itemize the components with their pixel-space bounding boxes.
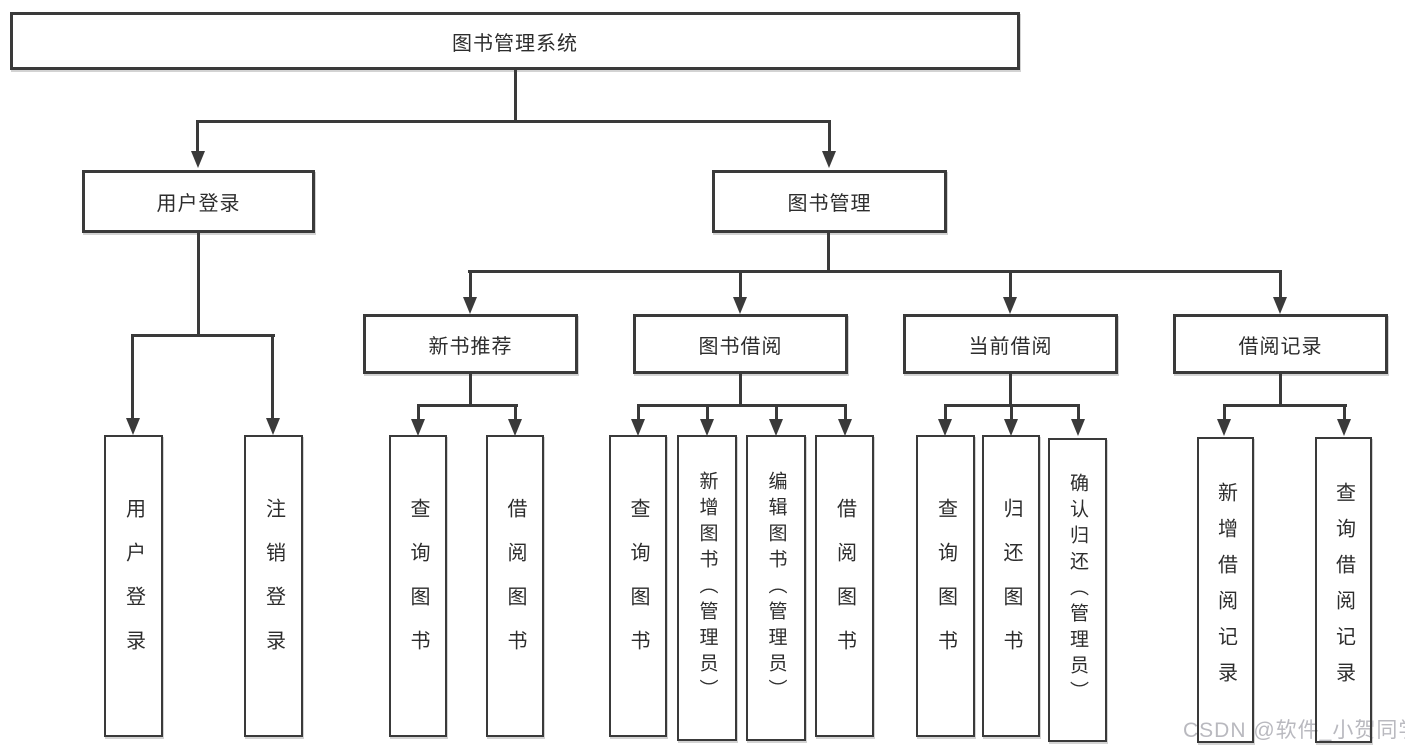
arrowhead-leaf-logout (266, 418, 280, 435)
leaf-bb-query-books-label: 查询图书 (627, 498, 649, 674)
connector-drop-book-borrow (739, 270, 742, 300)
node-borrow-records: 借阅记录 (1173, 314, 1388, 374)
connector-user-login-stub (197, 233, 200, 336)
connector-br-rail (1223, 404, 1347, 407)
connector-drop-bb-query (637, 404, 640, 421)
node-borrow-records-label: 借阅记录 (1238, 335, 1323, 358)
node-user-login-label: 用户登录 (156, 193, 241, 215)
arrowhead-bb-edit (769, 419, 783, 436)
node-book-management: 图书管理 (712, 170, 947, 233)
connector-nbr-stub (469, 374, 472, 406)
connector-drop-book-management (828, 120, 831, 154)
arrowhead-cb-confirm (1071, 419, 1085, 436)
node-new-book-recommend-label: 新书推荐 (428, 335, 513, 358)
arrowhead-nbr-borrow (508, 419, 522, 436)
connector-drop-br-query (1343, 404, 1346, 421)
connector-user-login-rail (131, 334, 275, 337)
node-current-borrow-label: 当前借阅 (968, 335, 1053, 358)
leaf-nbr-query-books: 查询图书 (389, 435, 447, 737)
connector-drop-leaf-logout (271, 334, 274, 420)
arrowhead-br-add (1217, 419, 1231, 436)
connector-drop-cb-confirm (1077, 404, 1080, 421)
leaf-user-login: 用户登录 (104, 435, 163, 737)
leaf-br-query-record-label: 查询借阅记录 (1332, 482, 1355, 698)
node-root-label: 图书管理系统 (452, 32, 578, 55)
connector-bb-stub (739, 374, 742, 406)
connector-level1-rail (196, 120, 831, 123)
connector-root-stub (514, 70, 517, 122)
connector-drop-cb-query (944, 404, 947, 421)
connector-drop-nbr-query (417, 404, 420, 421)
connector-br-stub (1279, 374, 1282, 406)
arrowhead-bb-add (700, 419, 714, 436)
leaf-bb-edit-books-admin-label: 编辑图书（管理员） (765, 471, 787, 705)
connector-drop-cb-return (1010, 404, 1013, 421)
connector-book-management-stub (827, 233, 830, 273)
arrowhead-current-borrow (1003, 297, 1017, 314)
connector-drop-br-add (1223, 404, 1226, 421)
csdn-watermark: CSDN @软件_小贺同学 (1183, 719, 1405, 742)
arrowhead-cb-query (938, 419, 952, 436)
connector-drop-bb-add (706, 404, 709, 421)
arrowhead-cb-return (1004, 419, 1018, 436)
connector-cb-stub (1009, 374, 1012, 406)
connector-drop-new-book-recommend (469, 270, 472, 300)
arrowhead-new-book-recommend (463, 297, 477, 314)
leaf-bb-add-books-admin: 新增图书（管理员） (677, 435, 737, 741)
leaf-bb-query-books: 查询图书 (609, 435, 667, 737)
leaf-nbr-query-books-label: 查询图书 (407, 498, 429, 674)
leaf-cb-confirm-return-admin-label: 确认归还（管理员） (1067, 473, 1088, 707)
leaf-logout: 注销登录 (244, 435, 303, 737)
arrowhead-bb-query (631, 419, 645, 436)
node-new-book-recommend: 新书推荐 (363, 314, 578, 374)
connector-drop-current-borrow (1009, 270, 1012, 300)
connector-drop-borrow-records (1279, 270, 1282, 300)
connector-level3-rail (468, 270, 1282, 273)
connector-drop-bb-borrow (844, 404, 847, 421)
leaf-br-add-record-label: 新增借阅记录 (1214, 482, 1237, 698)
connector-drop-user-login (196, 120, 199, 154)
arrowhead-bb-borrow (838, 419, 852, 436)
connector-bb-rail (637, 404, 847, 407)
connector-nbr-rail (417, 404, 518, 407)
leaf-bb-borrow-books-label: 借阅图书 (833, 498, 856, 674)
leaf-nbr-borrow-books-label: 借阅图书 (504, 498, 526, 674)
connector-drop-nbr-borrow (514, 404, 517, 421)
arrowhead-borrow-records (1273, 297, 1287, 314)
leaf-cb-confirm-return-admin: 确认归还（管理员） (1048, 438, 1107, 742)
leaf-cb-query-books-label: 查询图书 (934, 498, 957, 674)
connector-drop-leaf-user-login (131, 334, 134, 420)
node-root: 图书管理系统 (10, 12, 1020, 70)
connector-drop-bb-edit (775, 404, 778, 421)
node-book-borrow-label: 图书借阅 (698, 335, 783, 358)
leaf-nbr-borrow-books: 借阅图书 (486, 435, 544, 737)
leaf-user-login-label: 用户登录 (122, 498, 145, 674)
leaf-br-query-record: 查询借阅记录 (1315, 437, 1372, 743)
node-book-management-label: 图书管理 (787, 193, 872, 215)
leaf-bb-edit-books-admin: 编辑图书（管理员） (746, 435, 806, 741)
arrowhead-leaf-user-login (126, 418, 140, 435)
leaf-bb-add-books-admin-label: 新增图书（管理员） (696, 471, 718, 705)
leaf-br-add-record: 新增借阅记录 (1197, 437, 1254, 743)
node-current-borrow: 当前借阅 (903, 314, 1118, 374)
arrowhead-nbr-query (411, 419, 425, 436)
node-book-borrow: 图书借阅 (633, 314, 848, 374)
arrowhead-book-borrow (733, 297, 747, 314)
leaf-bb-borrow-books: 借阅图书 (815, 435, 874, 737)
leaf-cb-return-books: 归还图书 (982, 435, 1040, 737)
leaf-logout-label: 注销登录 (262, 498, 285, 674)
arrowhead-book-management (822, 151, 836, 168)
leaf-cb-query-books: 查询图书 (916, 435, 975, 737)
arrowhead-br-query (1337, 419, 1351, 436)
leaf-cb-return-books-label: 归还图书 (1000, 498, 1022, 674)
arrowhead-user-login (191, 151, 205, 168)
node-user-login: 用户登录 (82, 170, 315, 233)
